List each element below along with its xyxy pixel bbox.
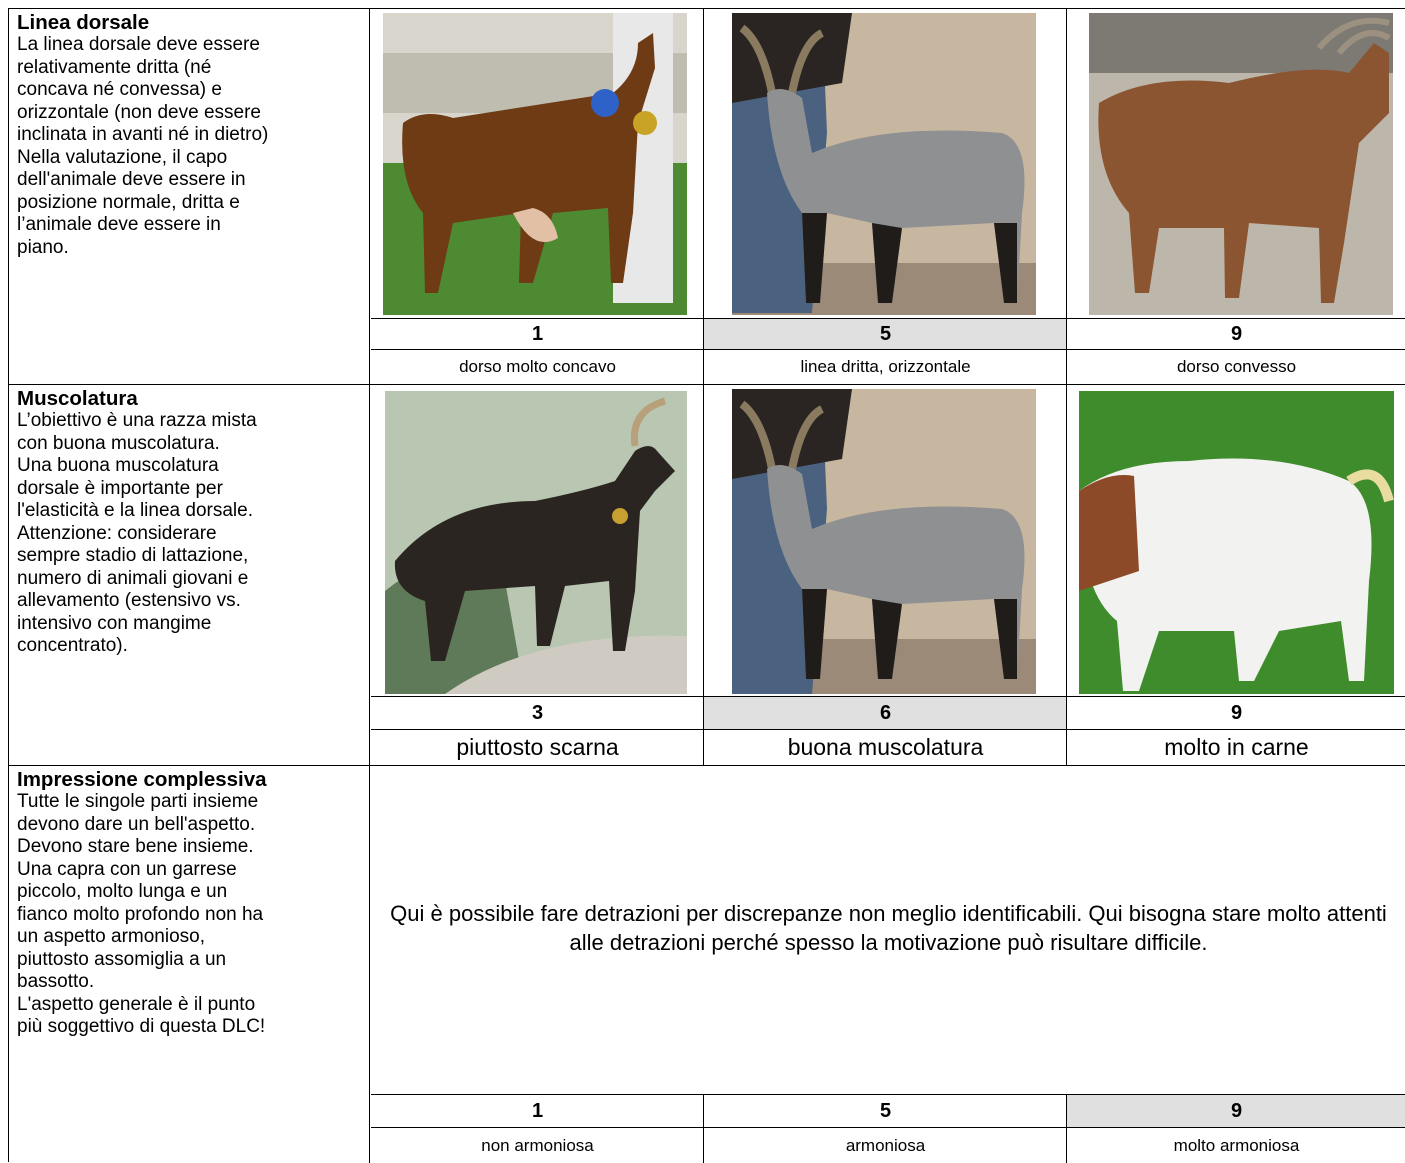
score-cell: 9: [1067, 696, 1405, 730]
score-cell-highlighted: 9: [1067, 1094, 1405, 1128]
score-cell: 3: [371, 696, 704, 730]
score-label: molto in carne: [1164, 734, 1309, 760]
score-label: buona muscolatura: [787, 734, 984, 760]
score-cell-highlighted: 6: [704, 696, 1067, 730]
column-divider: [703, 385, 704, 766]
column-divider: [703, 1094, 704, 1163]
goat-photo-good-muscle: [732, 389, 1036, 694]
column-divider: [1066, 385, 1067, 766]
description-cell: Impressione complessiva Tutte le singole…: [9, 766, 370, 1163]
goat-photo-convex: [1089, 13, 1393, 315]
column-divider: [703, 9, 704, 385]
section-title: Impressione complessiva: [17, 768, 267, 791]
goat-photo-straight: [732, 13, 1036, 315]
column-divider: [1066, 9, 1067, 385]
description-cell: Linea dorsale La linea dorsale deve esse…: [9, 9, 370, 384]
score-cell: 1: [371, 1094, 704, 1128]
score-label: piuttosto scarna: [456, 734, 619, 760]
description-cell: Muscolatura L’obiettivo è una razza mist…: [9, 385, 370, 765]
goat-evaluation-table: Linea dorsale La linea dorsale deve esse…: [8, 8, 1405, 1163]
section-text: La linea dorsale deve essere relativamen…: [17, 34, 269, 258]
score-label: molto armoniosa: [1173, 1136, 1300, 1155]
score-label: dorso convesso: [1176, 357, 1297, 376]
overall-impression-note: Qui è possibile fare detrazioni per disc…: [390, 901, 1387, 955]
goat-photo-concave: [383, 13, 687, 315]
score-label: non armoniosa: [481, 1136, 594, 1155]
score-label: dorso molto concavo: [459, 357, 616, 376]
score-label: armoniosa: [845, 1136, 926, 1155]
row-impressione-complessiva: Impressione complessiva Tutte le singole…: [9, 766, 1405, 1163]
goat-photo-heavy: [1079, 391, 1394, 694]
score-label: linea dritta, orizzontale: [800, 357, 971, 376]
score-cell: 5: [704, 1094, 1067, 1128]
score-cell-highlighted: 5: [704, 318, 1067, 350]
section-title: Muscolatura: [17, 387, 138, 410]
row-linea-dorsale: Linea dorsale La linea dorsale deve esse…: [9, 9, 1405, 385]
score-cell: 1: [371, 318, 704, 350]
section-text: Tutte le singole parti insieme devono da…: [17, 791, 266, 1037]
score-cell: 9: [1067, 318, 1405, 350]
goat-photo-lean: [385, 391, 687, 694]
column-divider: [1066, 1094, 1067, 1163]
section-text: L’obiettivo è una razza mista con buona …: [17, 410, 257, 656]
row-muscolatura: Muscolatura L’obiettivo è una razza mist…: [9, 385, 1405, 766]
section-title: Linea dorsale: [17, 11, 150, 34]
